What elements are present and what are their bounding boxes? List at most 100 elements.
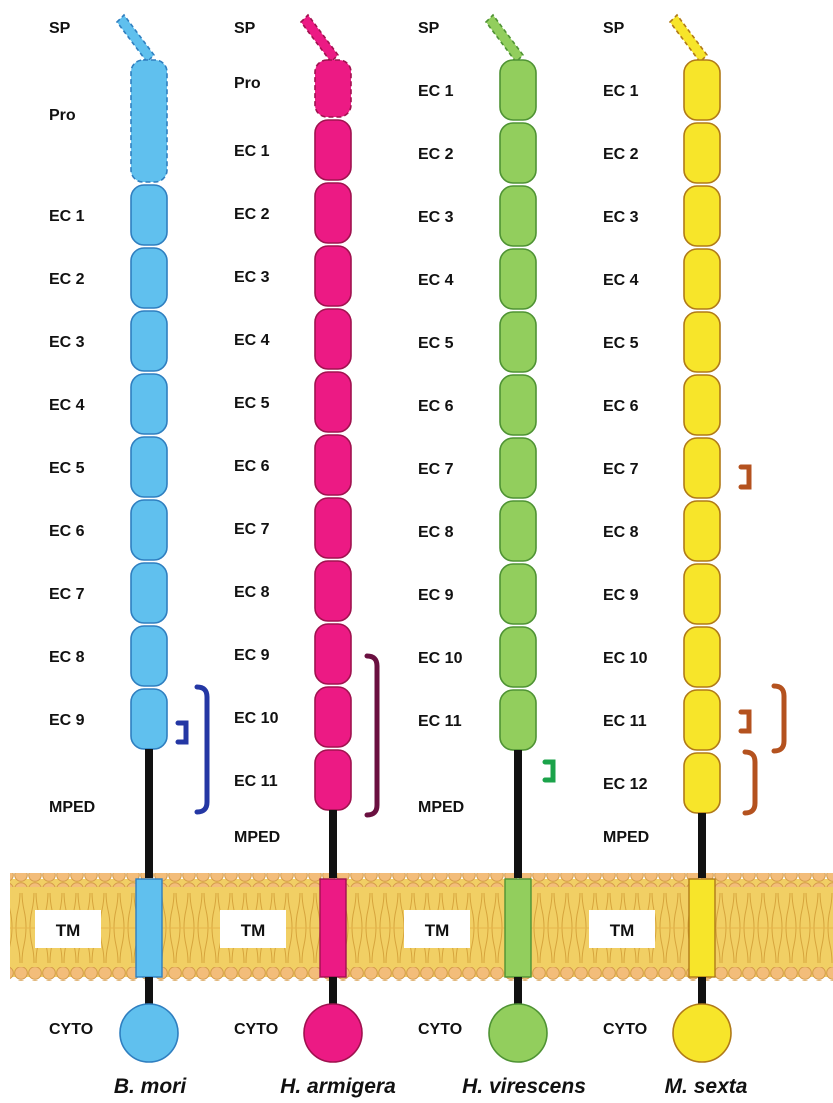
ec-label: EC 4 [418,272,454,289]
mped-label: MPED [234,829,280,846]
ec-domain [499,437,537,499]
ec-label: EC 9 [234,647,270,664]
stalk-extracellular [514,750,522,878]
ec-label: EC 6 [234,458,270,475]
toxin-binding-bracket [738,464,752,490]
ec-domain [683,689,721,751]
cyto-domain [488,1003,548,1063]
pro-label: Pro [49,107,76,124]
ec-label: EC 11 [234,773,278,790]
stalk-intracellular [145,977,153,1007]
ec-label: EC 10 [418,650,463,667]
ec-label: EC 2 [603,146,639,163]
signal-peptide [668,13,709,64]
ec-label: EC 8 [418,524,454,541]
tm-label: TM [241,921,266,940]
ec-label: EC 4 [234,332,270,349]
ec-label: EC 3 [603,209,639,226]
mped-label: MPED [418,799,464,816]
ec-label: EC 1 [49,208,85,225]
sp-label: SP [418,20,440,37]
tm-label: TM [425,921,450,940]
toxin-binding-bracket [175,720,189,745]
ec-domain [499,311,537,373]
ec-domain [499,59,537,121]
ec-domain [683,437,721,499]
tm-segment [688,878,716,978]
ec-domain [683,500,721,562]
ec-domain [314,371,352,433]
ec-domain [314,434,352,496]
tm-label: TM [610,921,635,940]
ec-domain [130,688,168,750]
ec-domain [130,184,168,246]
ec-label: EC 5 [49,460,85,477]
ec-label: EC 4 [603,272,639,289]
tm-label: TM [56,921,81,940]
ec-label: EC 10 [603,650,648,667]
ec-domain [499,500,537,562]
toxin-binding-bracket [194,684,210,815]
cyto-label: CYTO [418,1021,462,1038]
mped-label: MPED [49,799,95,816]
ec-label: EC 3 [234,269,270,286]
cyto-label: CYTO [49,1021,93,1038]
tm-label-box [35,910,101,948]
ec-label: EC 11 [603,713,647,730]
ec-domain [683,563,721,625]
ec-label: EC 8 [49,649,85,666]
sp-label: SP [49,20,71,37]
ec-label: EC 3 [418,209,454,226]
ec-label: EC 2 [49,271,85,288]
ec-domain [683,59,721,121]
ec-domain [499,122,537,184]
ec-label: EC 2 [234,206,270,223]
species-label: H. armigera [280,1075,396,1098]
stalk-extracellular [698,813,706,878]
sp-label: SP [234,20,256,37]
tm-label-box [220,910,286,948]
cyto-label: CYTO [234,1021,278,1038]
ec-label: EC 11 [418,713,462,730]
pro-domain [130,59,168,183]
stalk-intracellular [329,977,337,1007]
signal-peptide [299,13,340,64]
ec-label: EC 9 [603,587,639,604]
toxin-binding-bracket [542,759,556,783]
ec-label: EC 5 [603,335,639,352]
ec-domain [314,686,352,748]
ec-label: EC 6 [418,398,454,415]
sp-label: SP [603,20,625,37]
ec-domain [499,248,537,310]
ec-domain [499,374,537,436]
species-label: H. virescens [462,1075,586,1098]
signal-peptide [484,13,525,64]
tm-segment [319,878,347,978]
signal-peptide [115,13,156,64]
ec-domain [683,374,721,436]
ec-domain [314,623,352,685]
ec-label: EC 9 [49,712,85,729]
ec-label: EC 1 [418,83,454,100]
ec-label: EC 5 [234,395,270,412]
ec-label: EC 12 [603,776,648,793]
ec-domain [499,626,537,688]
mped-label: MPED [603,829,649,846]
stalk-extracellular [145,749,153,878]
ec-domain [499,563,537,625]
ec-domain [314,182,352,244]
toxin-binding-bracket [738,709,752,734]
ec-label: EC 8 [603,524,639,541]
cyto-domain [119,1003,179,1063]
ec-domain [314,560,352,622]
ec-label: EC 4 [49,397,85,414]
ec-label: EC 1 [603,83,639,100]
toxin-binding-bracket [742,749,758,816]
ec-domain [683,248,721,310]
ec-domain [130,373,168,435]
cyto-domain [303,1003,363,1063]
species-label: B. mori [114,1075,188,1098]
ec-domain [499,185,537,247]
